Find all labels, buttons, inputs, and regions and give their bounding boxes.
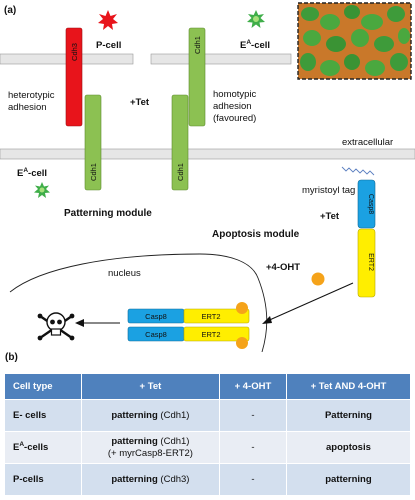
nucleus-outline <box>9 253 268 352</box>
casp8-dimer-a-label: Casp8 <box>145 312 167 321</box>
header-cell-type: Cell type <box>5 374 82 400</box>
oht-molecule <box>311 272 325 286</box>
ert2-dimer-b <box>183 326 250 342</box>
myristoyl-tag-label: myristoyl tag <box>302 185 355 196</box>
panel-b-label: (b) <box>5 352 18 363</box>
cdh1-right-label: Cdh1 <box>176 163 185 181</box>
casp8-vertical-label: Casp8 <box>367 194 374 214</box>
oht-label: +4-OHT <box>266 262 300 273</box>
ea-cell-bottom-label: EA-cell <box>17 167 47 179</box>
cdh3-label: Cdh3 <box>70 43 79 61</box>
patterning-module-label: Patterning module <box>64 208 152 219</box>
cell-tet: patterning (Cdh1) <box>80 399 220 432</box>
death-arrowhead <box>75 319 84 327</box>
cell-type: EA-cells <box>5 431 82 464</box>
microscopy-inset <box>297 2 412 80</box>
membrane-top-right <box>150 53 292 65</box>
panel-a-label: (a) <box>4 5 16 16</box>
cdh1-left-label: Cdh1 <box>89 163 98 181</box>
cell-oht: - <box>218 431 287 464</box>
casp8-dimer-b-label: Casp8 <box>145 330 167 339</box>
header-oht: + 4-OHT <box>218 374 287 400</box>
ea-cell-bottom-icon <box>34 182 50 198</box>
cell-both: Patterning <box>285 399 410 432</box>
ert2-dimer-a-label: ERT2 <box>201 312 220 321</box>
cell-oht: - <box>218 399 287 432</box>
ert2-dimer-b-label: ERT2 <box>201 330 220 339</box>
oht-bound-a <box>236 302 248 314</box>
table-row: EA-cells patterning (Cdh1)(+ myrCasp8-ER… <box>5 431 410 464</box>
membrane-bottom <box>0 148 415 160</box>
cdh1-top-protein <box>188 27 206 127</box>
header-tet: + Tet <box>80 374 220 400</box>
tet-right-label: +Tet <box>320 211 340 222</box>
p-cell-icon <box>98 10 118 30</box>
oht-bound-b <box>236 337 248 349</box>
nucleus-label: nucleus <box>108 268 141 279</box>
ea-cell-top-label: EA-cell <box>240 39 270 51</box>
cell-both: patterning <box>285 463 410 495</box>
cdh1-left-protein <box>84 94 102 191</box>
casp8-vertical-protein <box>357 179 376 229</box>
homotypic-label-1: homotypic <box>213 89 257 100</box>
translocation-arrow <box>264 282 354 323</box>
translocation-arrowhead <box>262 316 272 324</box>
homotypic-label-2: adhesion <box>213 101 252 112</box>
tet-mid-label: +Tet <box>130 97 150 108</box>
apoptosis-module-label: Apoptosis module <box>212 229 300 240</box>
cell-type: E- cells <box>5 399 82 432</box>
ert2-vertical-protein <box>357 228 376 298</box>
ert2-dimer-a <box>183 308 250 324</box>
heterotypic-label-2: adhesion <box>8 102 47 113</box>
cell-oht: - <box>218 463 287 495</box>
skull-crossbones-icon <box>37 312 75 341</box>
cdh1-right-protein <box>171 94 189 191</box>
cell-tet: patterning (Cdh1)(+ myrCasp8-ERT2) <box>80 431 220 464</box>
cdh1-top-label: Cdh1 <box>193 36 202 54</box>
extracellular-label: extracellular <box>342 137 393 148</box>
cell-tet: patterning (Cdh3) <box>80 463 220 495</box>
homotypic-label-3: (favoured) <box>213 113 256 124</box>
cell-both: apoptosis <box>285 431 410 464</box>
table-row: P-cells patterning (Cdh3) - patterning <box>5 463 410 495</box>
cell-type: P-cells <box>5 463 82 495</box>
p-cell-label: P-cell <box>96 40 121 51</box>
schematic-panel-a: (a) P-cell EA-cell Cdh3 Cdh1 <box>0 2 415 352</box>
heterotypic-label-1: heterotypic <box>8 90 55 101</box>
ert2-vertical-label: ERT2 <box>367 253 374 271</box>
cdh3-protein <box>65 27 83 127</box>
cell-type-table: Cell type + Tet + 4-OHT + Tet AND 4-OHT … <box>5 374 410 495</box>
table-row: E- cells patterning (Cdh1) - Patterning <box>5 399 410 432</box>
myristoyl-tag-line <box>341 166 375 176</box>
header-tet-and-oht: + Tet AND 4-OHT <box>285 374 410 400</box>
table-header-row: Cell type + Tet + 4-OHT + Tet AND 4-OHT <box>5 374 410 400</box>
ea-cell-top-icon <box>247 10 265 28</box>
